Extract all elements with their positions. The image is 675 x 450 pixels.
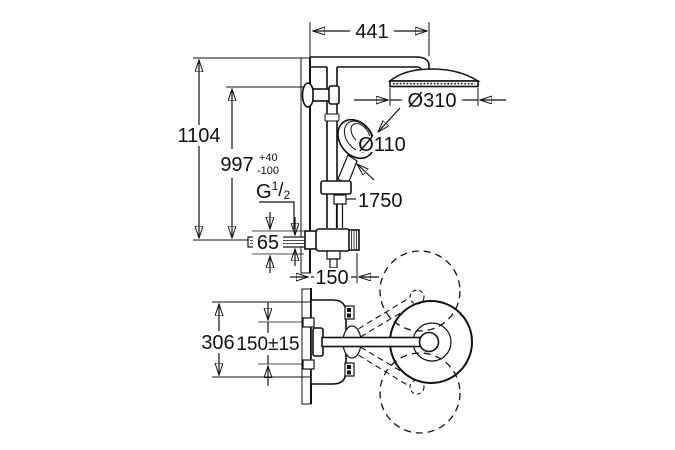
arm-bar xyxy=(321,336,423,348)
dim-306 xyxy=(212,301,310,378)
hand-shower-holder xyxy=(320,180,352,228)
dim-110 xyxy=(357,107,401,181)
dimension-labels: 441 Ø310 Ø110 1750 1104 997 +40 -100 G1/… xyxy=(175,21,461,355)
label-150: 150 xyxy=(315,267,348,289)
dim-441 xyxy=(309,22,430,58)
hand-shower-handle xyxy=(337,154,358,185)
arm-ball xyxy=(418,331,440,353)
valve-body xyxy=(315,228,351,252)
label-1750: 1750 xyxy=(358,190,403,212)
dim-150-15 xyxy=(258,302,306,386)
wall-hatching-plan xyxy=(301,288,312,405)
label-306: 306 xyxy=(201,332,234,354)
label-thread: G1/2 xyxy=(256,179,291,203)
label-997: 997 xyxy=(220,154,253,176)
side-view xyxy=(193,22,506,283)
label-310: Ø310 xyxy=(408,90,457,112)
connector-top xyxy=(344,305,355,320)
swivel-circle-up xyxy=(379,250,461,332)
valve-outlet xyxy=(326,250,341,260)
label-997-tol-minus: -100 xyxy=(257,165,279,177)
supply-union-top xyxy=(302,317,315,328)
label-65: 65 xyxy=(257,232,279,254)
top-view xyxy=(212,250,473,434)
dim-997 xyxy=(226,86,306,238)
thread-leader-line xyxy=(259,201,295,229)
supply-union-bottom xyxy=(302,359,315,370)
dim-310 xyxy=(354,88,506,106)
connector-bottom xyxy=(344,362,355,377)
hose-nut xyxy=(333,194,347,205)
label-441: 441 xyxy=(355,21,388,43)
label-997-tol-plus: +40 xyxy=(259,152,278,164)
pipe-collar xyxy=(324,113,340,122)
head-dome xyxy=(387,68,481,82)
label-150-15: 150±15 xyxy=(236,334,299,355)
dim-150 xyxy=(290,253,379,283)
head-shower-side xyxy=(387,68,481,88)
wall-bracket xyxy=(301,82,340,108)
dim-1104 xyxy=(193,57,309,241)
label-1104: 1104 xyxy=(177,125,220,147)
swivel-circle-down xyxy=(379,352,461,434)
label-110: Ø110 xyxy=(358,134,405,156)
head-shower-plan xyxy=(312,289,473,395)
dim-65 xyxy=(252,212,304,273)
